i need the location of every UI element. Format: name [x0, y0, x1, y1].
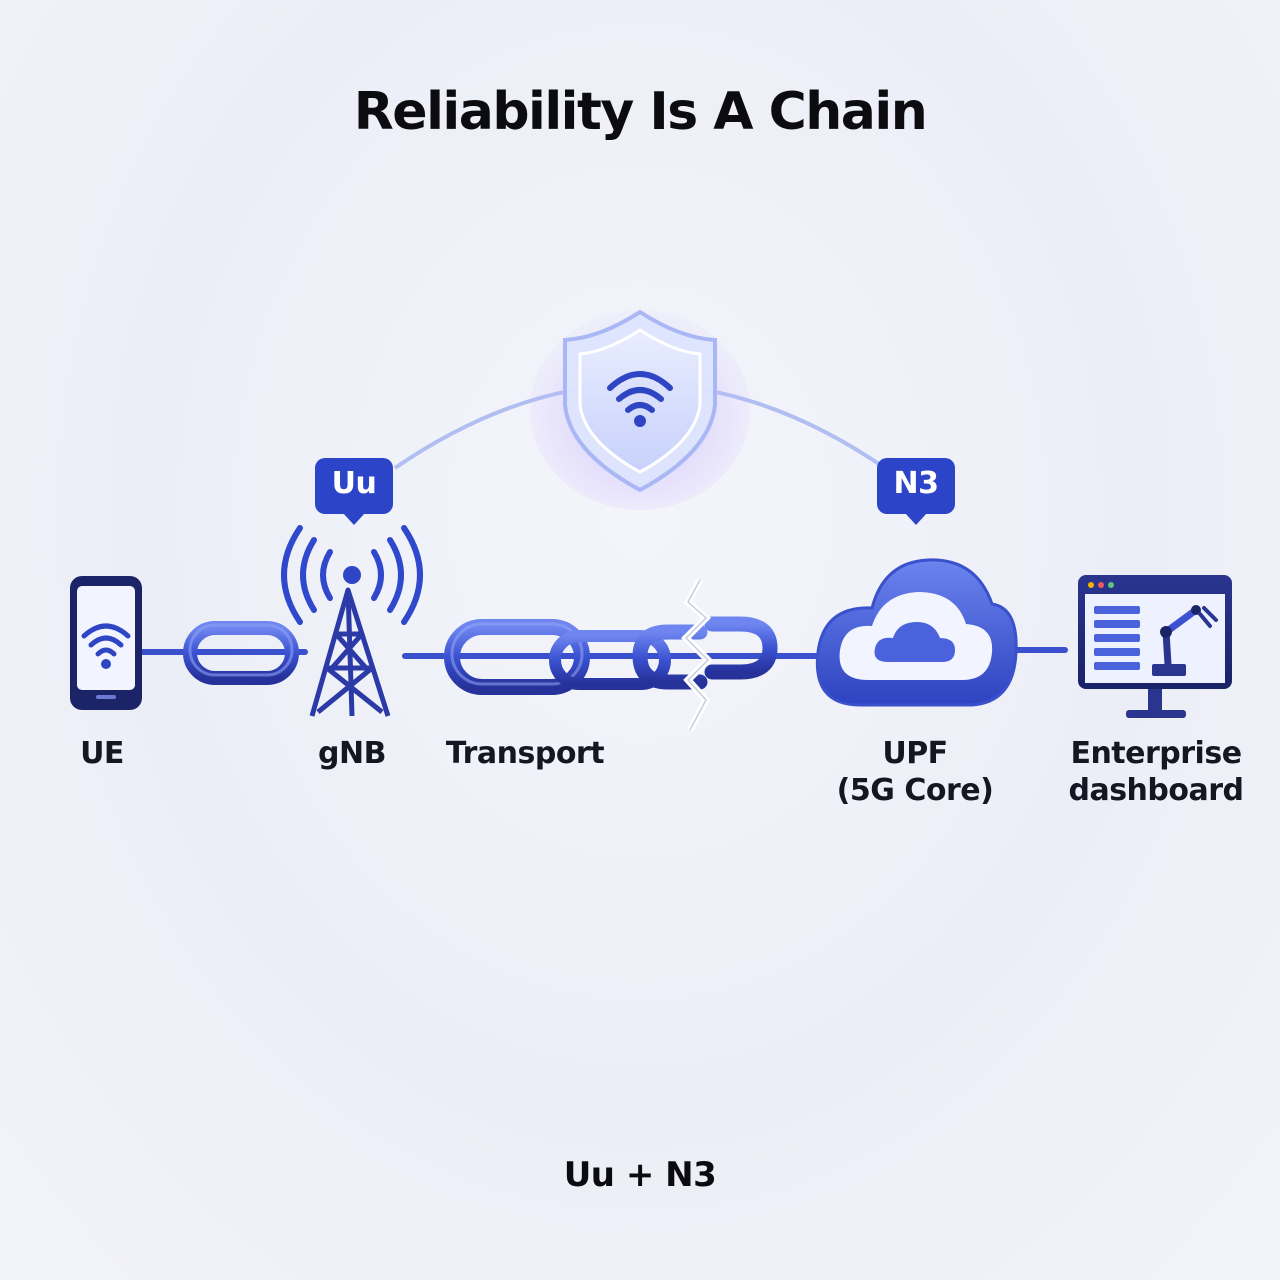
chain-link-broken-left	[632, 624, 708, 690]
monitor-robot-arm-icon	[1078, 575, 1232, 718]
node-label-enterprise-line1: Enterprise	[1070, 736, 1242, 771]
chain-link-ue-gnb	[183, 621, 299, 685]
node-label-ue: UE	[80, 736, 124, 771]
badge-uu	[315, 458, 393, 525]
node-label-enterprise: Enterprise dashboard	[1060, 735, 1252, 809]
node-label-transport: Transport	[445, 736, 605, 771]
badge-n3-label: N3	[893, 466, 939, 501]
chain-link-transport-2	[549, 630, 671, 690]
badge-uu-label: Uu	[331, 466, 377, 501]
cloud-icon	[815, 558, 1018, 707]
broken-chain-link-icon	[681, 578, 713, 732]
chain-link-broken-right	[704, 616, 778, 680]
chain-link-transport-1	[444, 619, 590, 695]
node-label-gnb: gNB	[318, 736, 386, 771]
chain-base-lines	[139, 647, 1068, 659]
node-label-upf-line2: (5G Core)	[836, 773, 994, 808]
node-label-upf-line1: UPF	[882, 736, 948, 771]
node-label-upf: UPF (5G Core)	[820, 735, 1010, 809]
page-title: Reliability Is A Chain	[353, 82, 928, 142]
cell-tower-icon	[281, 525, 423, 717]
shield-wifi-icon	[530, 309, 750, 510]
badge-n3	[877, 458, 955, 525]
smartphone-wifi-icon	[70, 576, 142, 710]
node-label-enterprise-line2: dashboard	[1068, 773, 1244, 808]
footer-caption: Uu + N3	[563, 1155, 717, 1195]
